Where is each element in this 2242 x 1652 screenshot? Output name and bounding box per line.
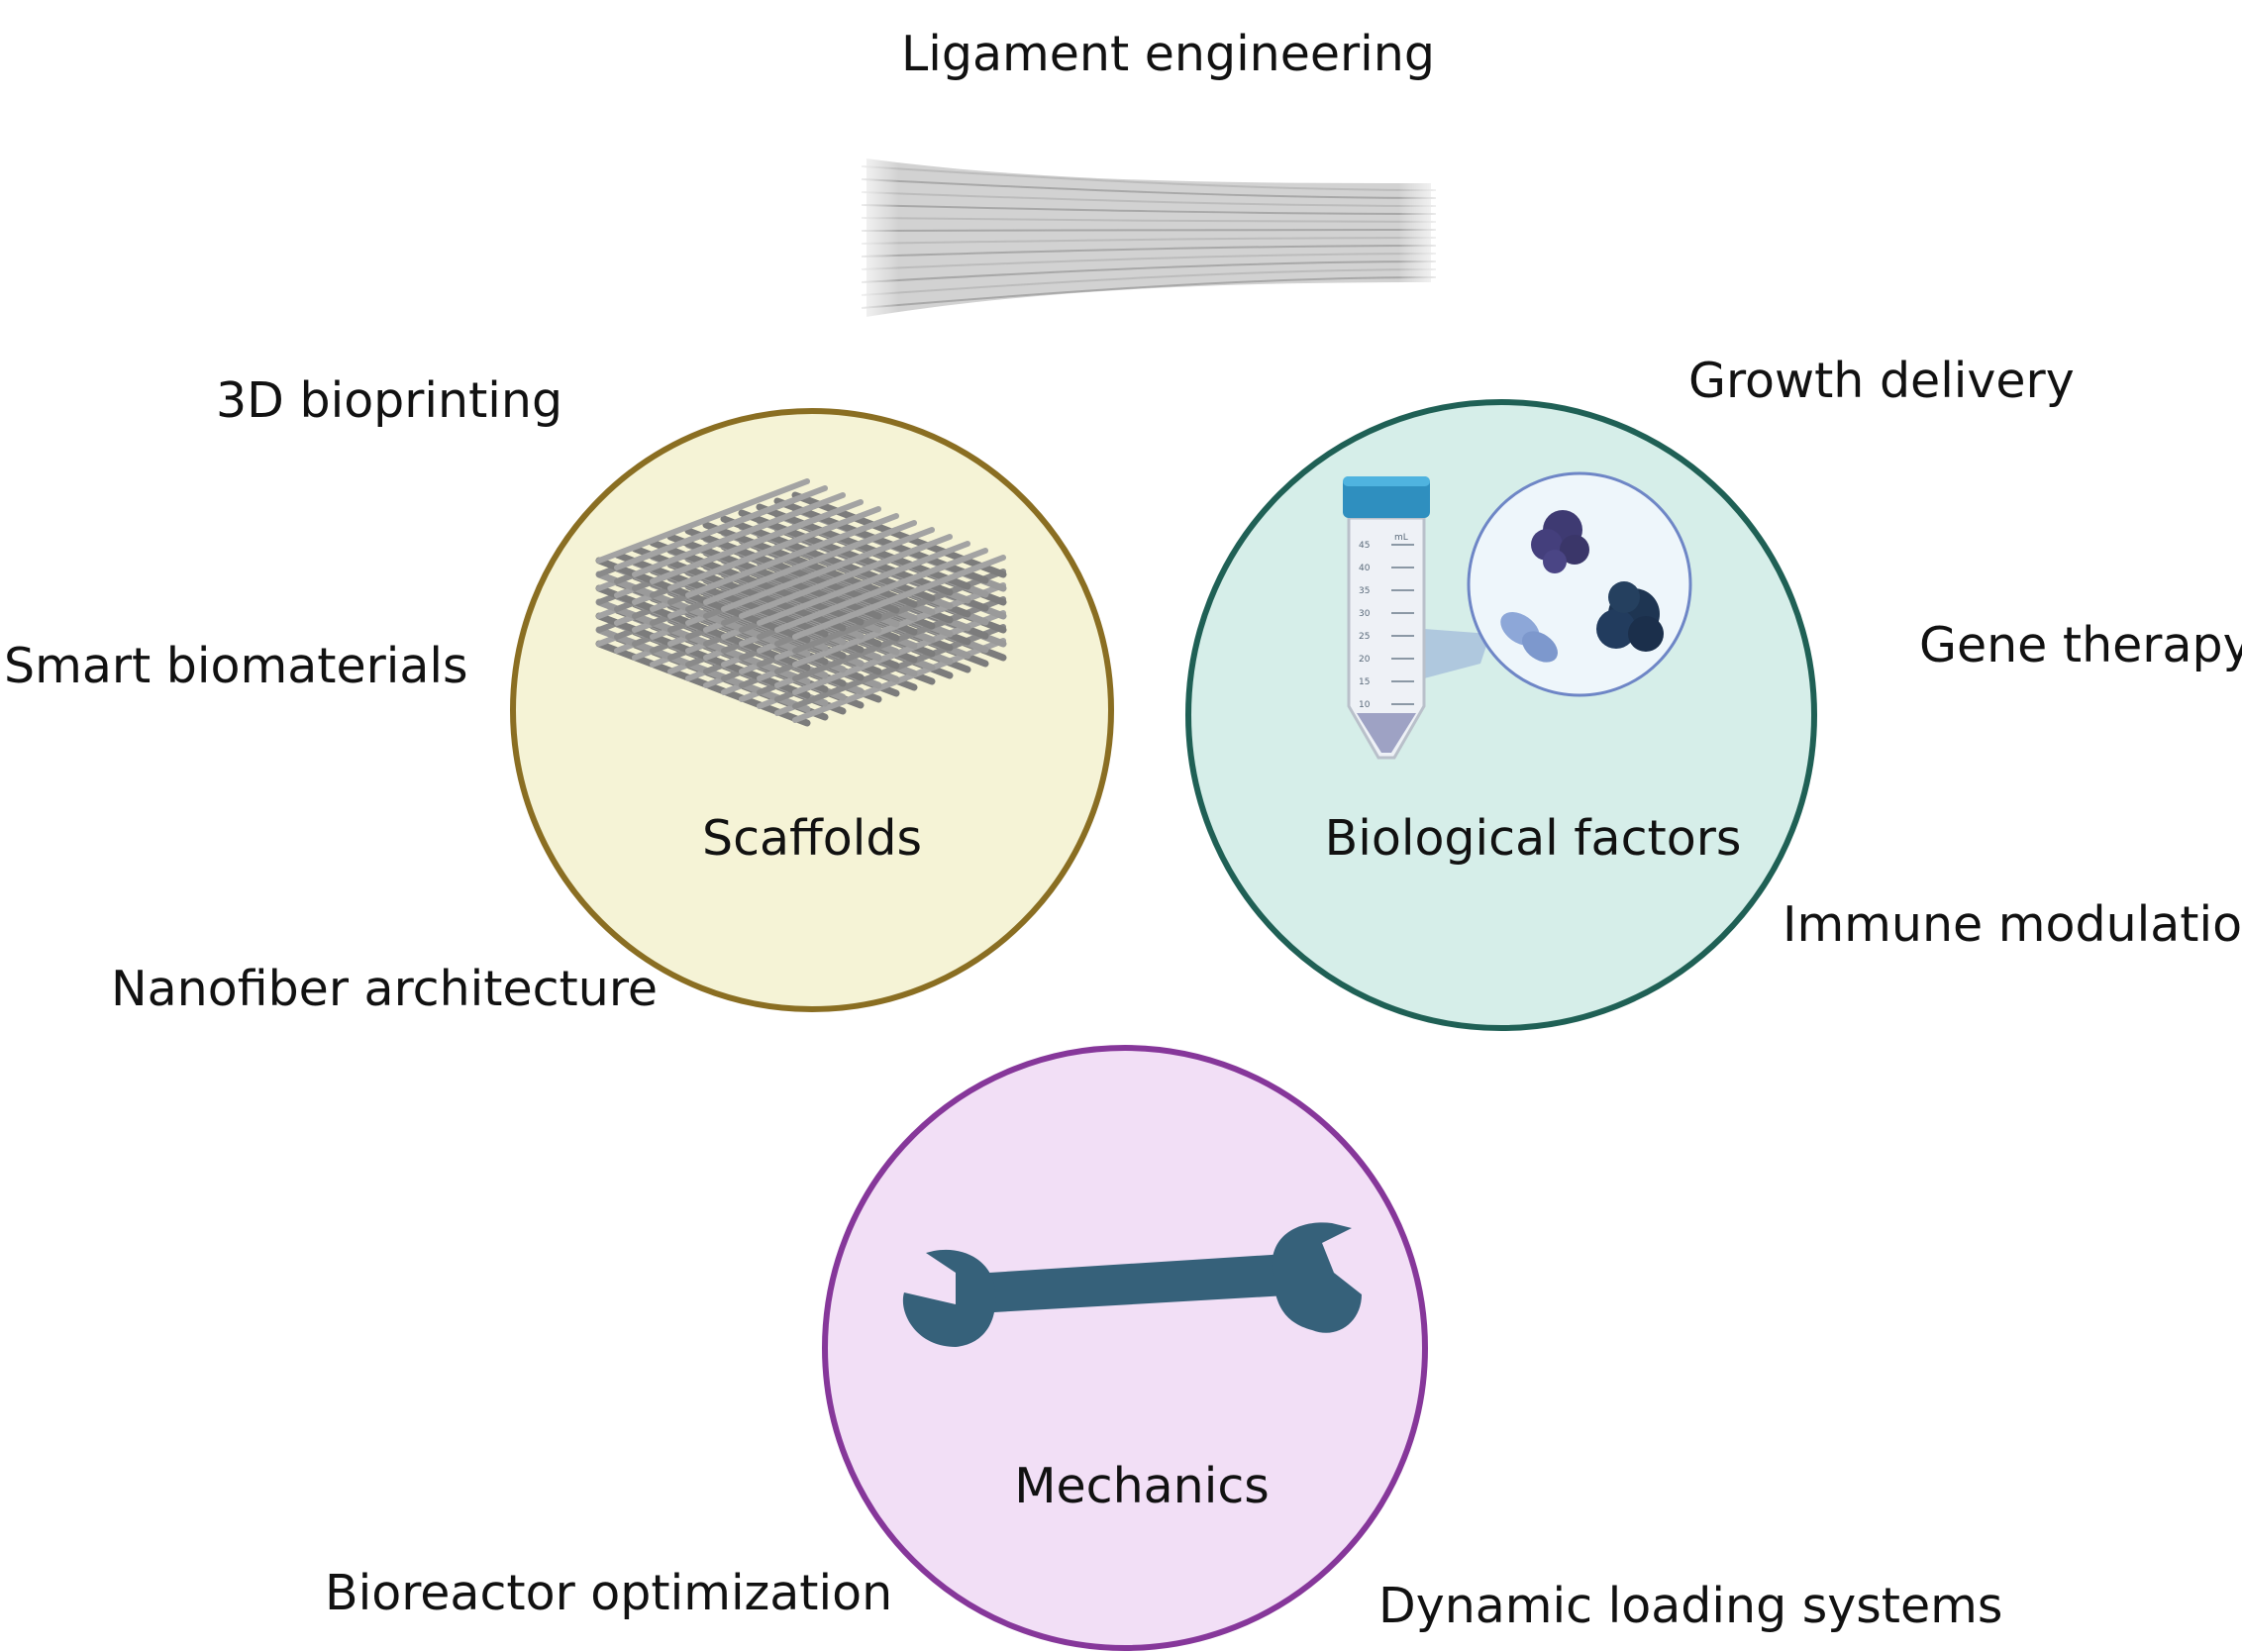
protein-navy-icon — [1596, 581, 1664, 652]
scaffolds-label: Scaffolds — [701, 810, 923, 867]
label-nanofiber-architecture: Nanofiber architecture — [111, 961, 659, 1017]
centrifuge-tube-icon: mL 45 40 35 30 25 20 15 10 — [1343, 471, 1692, 760]
scaffold-lattice-icon — [595, 478, 1007, 727]
tube-scale-label: 30 — [1359, 609, 1371, 619]
protein-purple-icon — [1531, 510, 1589, 573]
label-immune-modulation: Immune modulation — [1783, 896, 2242, 953]
tube-scale-label: 35 — [1359, 586, 1370, 596]
tube-scale-label: 45 — [1359, 541, 1370, 551]
label-gene-therapy: Gene therapy — [1919, 617, 2242, 673]
label-3d-bioprinting: 3D bioprinting — [216, 372, 563, 429]
ligament-illustration — [852, 149, 1446, 327]
label-growth-delivery: Growth delivery — [1688, 353, 2075, 409]
tube-scale-label: 10 — [1359, 700, 1371, 710]
label-dynamic-loading-systems: Dynamic loading systems — [1378, 1578, 2003, 1634]
tube-scale-label: 20 — [1359, 655, 1371, 665]
tube-scale-label: 25 — [1359, 632, 1370, 642]
label-bioreactor-optimization: Bioreactor optimization — [325, 1565, 893, 1621]
mechanics-circle — [822, 1045, 1428, 1651]
wrench-icon — [902, 1222, 1362, 1347]
diagram-title: Ligament engineering — [901, 26, 1435, 82]
protein-lightblue-icon — [1500, 611, 1559, 663]
mechanics-label: Mechanics — [1014, 1458, 1270, 1514]
tube-scale-label: 15 — [1359, 677, 1370, 687]
tube-unit: mL — [1394, 533, 1408, 543]
tube-scale-label: 40 — [1359, 564, 1371, 573]
biological-factors-label: Biological factors — [1324, 810, 1742, 867]
label-smart-biomaterials: Smart biomaterials — [4, 638, 468, 694]
